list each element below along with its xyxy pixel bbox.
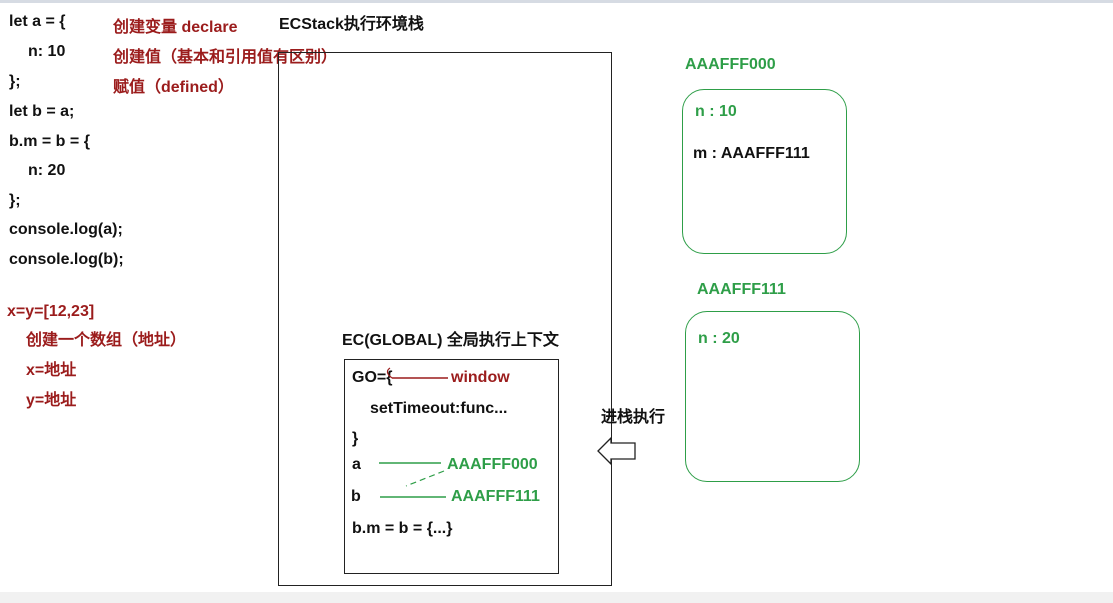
- code-line: n: 10: [28, 43, 66, 60]
- bottom-bar: [0, 592, 1113, 603]
- settimeout-line: setTimeout:func...: [370, 400, 508, 417]
- var-a: a: [352, 456, 361, 473]
- push-arrow-icon: [597, 436, 636, 466]
- code-line: let b = a;: [9, 103, 75, 120]
- array-note: 创建一个数组（地址）: [26, 332, 187, 349]
- window-pointer-curve: [386, 367, 393, 379]
- heap-address: AAAFFF000: [685, 56, 776, 73]
- go-close: }: [352, 430, 359, 447]
- code-line: console.log(b);: [9, 251, 124, 268]
- note-assign: 赋值（defined）: [113, 79, 234, 96]
- ecstack-title: ECStack执行环境栈: [279, 16, 424, 33]
- array-expr: x=y=[12,23]: [7, 303, 95, 320]
- ecstack-box: [278, 52, 612, 586]
- go-open: GO={: [352, 369, 393, 386]
- ec-global-box: [344, 359, 559, 574]
- var-b: b: [351, 488, 361, 505]
- heap-object: [685, 311, 860, 482]
- code-line: let a = {: [9, 13, 66, 30]
- code-line: };: [9, 192, 21, 209]
- code-line: n: 20: [28, 162, 66, 179]
- var-b-ref: AAAFFF111: [451, 488, 540, 505]
- ec-global-title: EC(GLOBAL) 全局执行上下文: [342, 332, 559, 349]
- push-label: 进栈执行: [601, 409, 666, 426]
- var-a-ref: AAAFFF000: [447, 456, 538, 473]
- code-line: b.m = b = {: [9, 133, 90, 150]
- array-note: x=地址: [26, 362, 77, 379]
- heap-object: [682, 89, 847, 254]
- heap-address: AAAFFF111: [697, 281, 786, 298]
- window-label: window: [451, 369, 510, 386]
- a-reassign-dashed: [405, 470, 445, 487]
- bm-line: b.m = b = {...}: [352, 520, 453, 537]
- top-divider: [0, 0, 1113, 3]
- heap-prop: n : 10: [695, 103, 737, 120]
- note-create-value: 创建值（基本和引用值有区别）: [113, 49, 338, 66]
- heap-prop: m : AAAFFF111: [693, 145, 810, 162]
- heap-prop: n : 20: [698, 330, 740, 347]
- code-line: };: [9, 73, 21, 90]
- array-note: y=地址: [26, 392, 77, 409]
- code-line: console.log(a);: [9, 221, 123, 238]
- note-create-var: 创建变量 declare: [113, 19, 238, 36]
